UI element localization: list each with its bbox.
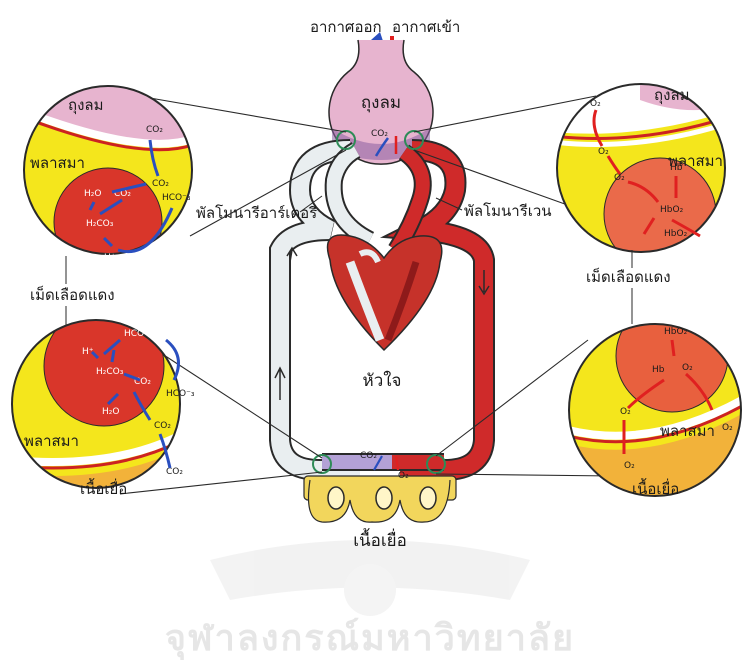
inset-bl-co2-plasma: CO₂ — [154, 421, 171, 431]
inset-tr-hbo2: HbO₂ — [660, 205, 684, 215]
inset-br-plasma: พลาสมา — [660, 422, 715, 440]
inset-br-o2-b: O₂ — [722, 423, 733, 433]
inset-tr-o2-mid: O₂ — [598, 147, 609, 157]
inset-tl-co2-top: CO₂ — [146, 125, 163, 135]
watermark-seal — [210, 540, 530, 616]
inset-br-hb: Hb — [652, 365, 665, 375]
inset-tl-plasma: พลาสมา — [30, 154, 85, 172]
inset-tl-h2co3: H₂CO₃ — [86, 219, 114, 229]
alveolus-co2: CO₂ — [371, 129, 388, 139]
air-in-label: อากาศเข้า — [392, 18, 460, 36]
inset-lung-right: ถุงลม พลาสมา O₂ O₂ O₂ Hb HbO₂ HbO₂ — [552, 80, 732, 270]
inset-tl-co2-plasma: CO₂ — [152, 179, 169, 189]
inset-bl-plasma: พลาสมา — [24, 432, 79, 450]
air-out-label: อากาศออก — [310, 18, 382, 36]
watermark-text: จุฬาลงกรณ์มหาวิทยาลัย — [165, 617, 575, 661]
inset-bl-h2o: H₂O — [102, 407, 119, 417]
alveolus-label: ถุงลม — [361, 93, 401, 113]
inset-bl-h2co3: H₂CO₃ — [96, 367, 124, 377]
inset-tr-hb: Hb — [670, 163, 683, 173]
inset-tissue-right: HbO₂ Hb O₂ O₂ O₂ O₂ พลาสมา เนื้อเยื่อ — [568, 300, 743, 502]
inset-bl-tissue: เนื้อเยื่อ — [80, 478, 127, 498]
rbc-label-left: เม็ดเลือดแดง — [30, 285, 115, 304]
capillary-co2: CO₂ — [360, 451, 377, 461]
inset-tl-hco3-plasma: HCO⁻₃ — [162, 193, 191, 203]
inset-br-o2-cell: O₂ — [682, 363, 693, 373]
inset-br-tissue: เนื้อเยื่อ — [632, 478, 679, 498]
capillary-o2: O₂ — [398, 471, 409, 481]
inset-tr-o2-cell: O₂ — [614, 173, 625, 183]
inset-br-o2-c: O₂ — [624, 461, 635, 471]
heart-label: หัวใจ — [362, 370, 401, 391]
pulmonary-artery-label: พัลโมนารีอาร์เตอรี — [196, 204, 317, 222]
inset-bl-co2-bottom: CO₂ — [166, 467, 183, 477]
inset-bl-hco3-plasma: HCO⁻₃ — [166, 389, 195, 399]
inset-tr-o2-top: O₂ — [590, 99, 601, 109]
pulmonary-vein-label: พัลโมนารีเวน — [464, 202, 552, 220]
inset-tl-alveolus: ถุงลม — [68, 96, 104, 115]
inset-bl-hco3-cell: HCO⁻₃ — [124, 329, 153, 339]
inset-tl-h-plus: H⁺ — [104, 253, 116, 263]
inset-tissue-left: HCO⁻₃ H⁺ H₂CO₃ CO₂ H₂O HCO⁻₃ CO₂ CO₂ พลา… — [10, 306, 195, 498]
inset-br-hbo2: HbO₂ — [664, 327, 688, 337]
rbc-label-right: เม็ดเลือดแดง — [586, 267, 671, 286]
heart — [328, 235, 442, 350]
inset-tr-alveolus: ถุงลม — [654, 86, 690, 105]
tissue-label: เนื้อเยื่อ — [353, 528, 407, 551]
tissue-cells — [304, 476, 456, 522]
inset-tl-h2o: H₂O — [84, 189, 101, 199]
inset-tr-hbo2-b: HbO₂ — [664, 229, 688, 239]
inset-lung-left: ถุงลม พลาสมา CO₂ H₂O CO₂ CO₂ HCO⁻₃ H₂CO₃… — [20, 80, 200, 276]
